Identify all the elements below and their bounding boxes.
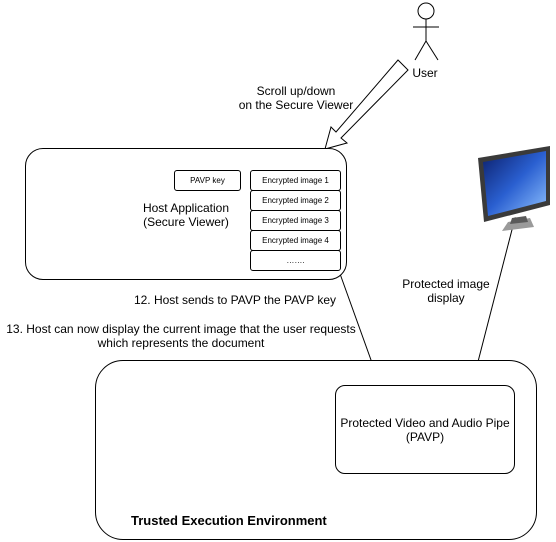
scroll-instruction-label: Scroll up/down on the Secure Viewer	[226, 84, 366, 112]
step-13-line2: which represents the document	[97, 336, 265, 350]
encrypted-image-3: Encrypted image 3	[250, 210, 341, 231]
protected-display-label: Protected image display	[394, 277, 498, 305]
encrypted-image-2: Encrypted image 2	[250, 190, 341, 211]
arrow-pavp-to-monitor	[471, 217, 518, 386]
step-13-line1: 13. Host can now display the current ima…	[6, 322, 356, 336]
pavp-line2: (PAVP)	[405, 429, 445, 444]
host-application-title: Host Application (Secure Viewer)	[126, 201, 246, 229]
pavp-line1: Protected Video and Audio Pipe	[340, 415, 510, 430]
user-label: User	[412, 66, 438, 80]
encrypted-image-4: Encrypted image 4	[250, 230, 341, 251]
encrypted-image-1: Encrypted image 1	[250, 170, 341, 191]
scroll-block-arrow	[324, 59, 409, 150]
scroll-instruction-line1: Scroll up/down	[256, 84, 336, 98]
pavp-key-box: PAVP key	[174, 170, 241, 191]
scroll-instruction-line2: on the Secure Viewer	[238, 98, 354, 112]
pavp-box: Protected Video and Audio Pipe (PAVP)	[335, 385, 515, 474]
step-12-label: 12. Host sends to PAVP the PAVP key	[133, 293, 337, 307]
user-actor-icon	[413, 2, 439, 61]
host-title-line2: (Secure Viewer)	[143, 215, 229, 229]
host-title-line1: Host Application	[142, 201, 230, 215]
tee-label: Trusted Execution Environment	[131, 513, 327, 528]
protected-display-line2: display	[427, 291, 465, 305]
protected-display-line1: Protected image	[402, 277, 490, 291]
step-13-label: 13. Host can now display the current ima…	[5, 322, 357, 350]
monitor-icon	[478, 146, 550, 231]
encrypted-image-more: …….	[250, 250, 341, 271]
